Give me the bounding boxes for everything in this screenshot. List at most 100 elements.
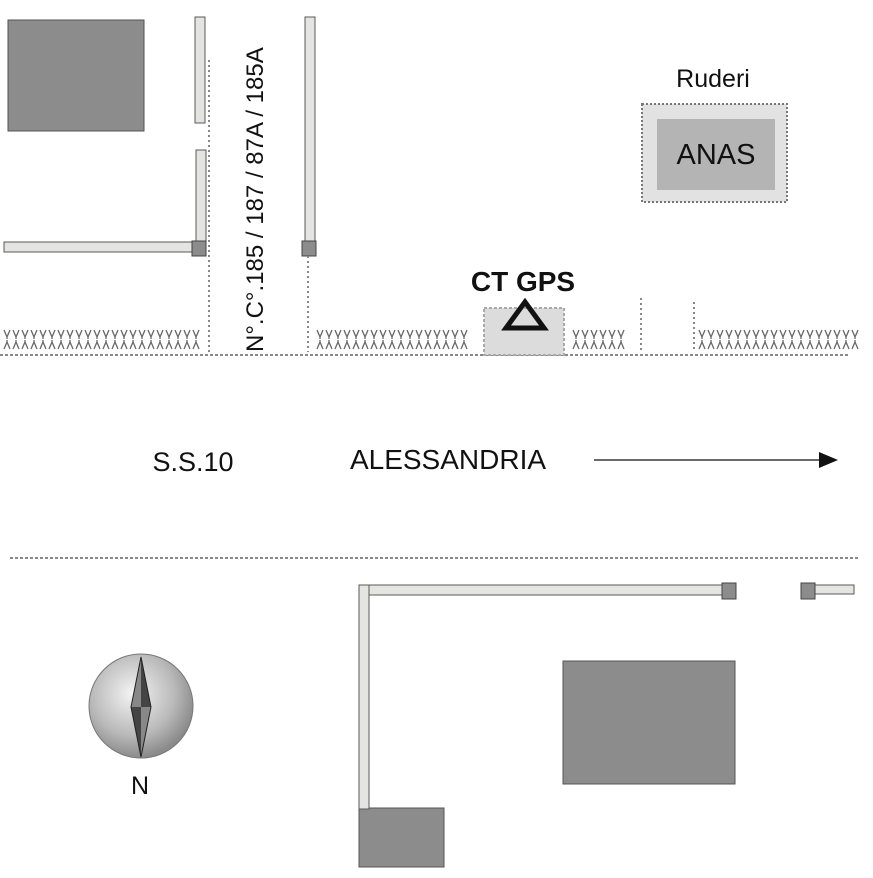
vegetation-tuft [334,340,342,350]
vegetation-tuft [21,329,29,339]
vegetation-tuft [424,340,432,350]
anas-building [657,119,775,190]
vegetation-tuft [361,329,369,339]
vegetation-tuft [608,329,616,339]
vegetation-tuft [752,340,760,350]
vegetation-tuft [3,340,11,350]
vegetation-tuft [581,329,589,339]
vegetation-tuft [851,329,859,339]
vegetation-tuft [590,329,598,339]
vegetation-tuft [39,340,47,350]
vegetation-tuft [388,329,396,339]
wall-segment [358,584,730,596]
vegetation-tuft [442,329,450,339]
vegetation-tuft [806,340,814,350]
vegetation-tuft [590,340,598,350]
wall-segment [195,149,207,246]
vegetation-tuft [66,329,74,339]
wall-segment [358,584,370,810]
vegetation-tuft [761,329,769,339]
vegetation-tuft [138,340,146,350]
triangle-outline-icon [501,297,549,331]
vegetation-tuft [707,329,715,339]
vegetation-tuft [433,340,441,350]
vegetation-tuft [460,329,468,339]
vegetation-tuft [460,340,468,350]
vegetation-tuft [192,329,200,339]
vegetation-tuft [617,340,625,350]
vegetation-tuft [75,329,83,339]
vegetation-tuft [842,329,850,339]
vegetation-tuft [734,329,742,339]
vegetation-tuft [725,340,733,350]
wall-segment [3,241,201,253]
vegetation-tuft [752,329,760,339]
vegetation-tuft [698,329,706,339]
vegetation-tuft [379,340,387,350]
gps-station-area [483,307,565,356]
direction-label: ALESSANDRIA [350,444,546,475]
vegetation-tuft [192,340,200,350]
vegetation-tuft [48,340,56,350]
vegetation-tuft [39,329,47,339]
vegetation-tuft [451,340,459,350]
building-bottom-small [358,807,445,868]
vegetation-tuft [111,340,119,350]
vegetation-tuft [788,329,796,339]
vegetation-tuft [12,329,20,339]
vegetation-tuft [343,340,351,350]
gate-pillar [800,582,816,600]
vegetation-tuft [3,329,11,339]
vegetation-tuft [174,340,182,350]
gate-pillar [721,582,737,600]
ruins-label: Ruderi [676,65,750,93]
vegetation-tuft [397,329,405,339]
house-numbers-label: N°.C°.185 / 187 / 87A / 185A [242,47,269,352]
vegetation-tuft [129,340,137,350]
vegetation-tuft [165,340,173,350]
vegetation-tuft [815,329,823,339]
gate-pillar [301,240,317,257]
vegetation-tuft [343,329,351,339]
vegetation-strip [3,329,859,350]
vegetation-tuft [183,340,191,350]
vegetation-tuft [824,329,832,339]
vegetation-tuft [21,340,29,350]
arrow-head [819,452,838,468]
vegetation-tuft [572,329,580,339]
wall-segment [304,16,316,244]
vegetation-tuft [743,329,751,339]
vegetation-tuft [599,340,607,350]
vegetation-tuft [147,340,155,350]
vegetation-tuft [93,329,101,339]
vegetation-tuft [415,340,423,350]
vegetation-tuft [572,340,580,350]
vegetation-tuft [406,329,414,339]
vegetation-tuft [156,340,164,350]
vegetation-tuft [75,340,83,350]
vegetation-tuft [698,340,706,350]
vegetation-tuft [334,329,342,339]
vegetation-tuft [424,329,432,339]
vegetation-tuft [352,340,360,350]
vegetation-tuft [806,329,814,339]
vegetation-tuft [716,329,724,339]
vegetation-tuft [66,340,74,350]
building-top-left [7,19,145,132]
vegetation-tuft [93,340,101,350]
vegetation-tuft [734,340,742,350]
vegetation-tuft [442,340,450,350]
vegetation-tuft [388,340,396,350]
vegetation-tuft [111,329,119,339]
vegetation-tuft [316,340,324,350]
vegetation-tuft [433,329,441,339]
gate-pillar [191,240,207,257]
vegetation-tuft [57,329,65,339]
vegetation-tuft [352,329,360,339]
vegetation-tuft [599,329,607,339]
vegetation-tuft [770,340,778,350]
vegetation-tuft [156,329,164,339]
vegetation-tuft [842,340,850,350]
